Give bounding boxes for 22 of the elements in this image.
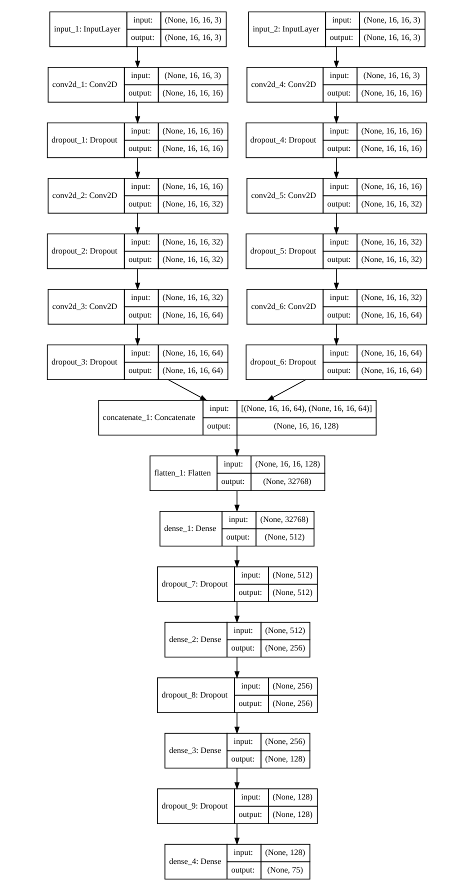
arrow bbox=[334, 324, 340, 346]
arrow bbox=[234, 712, 240, 734]
arrow bbox=[134, 268, 140, 290]
arrow bbox=[234, 434, 240, 457]
arrow bbox=[234, 823, 240, 846]
arrow bbox=[134, 157, 140, 180]
arrow bbox=[334, 102, 340, 124]
arrow bbox=[266, 379, 306, 401]
arrow bbox=[334, 268, 340, 290]
arrow bbox=[334, 212, 340, 235]
arrow bbox=[234, 768, 240, 790]
arrow bbox=[134, 212, 140, 235]
arrow bbox=[134, 46, 140, 68]
arrow bbox=[334, 46, 340, 68]
arrow bbox=[234, 490, 240, 512]
arrow bbox=[234, 601, 240, 624]
arrow bbox=[334, 157, 340, 180]
arrow bbox=[234, 656, 240, 679]
arrow bbox=[234, 546, 240, 568]
arrow bbox=[168, 379, 208, 401]
arrow bbox=[134, 324, 140, 346]
arrow bbox=[134, 102, 140, 124]
